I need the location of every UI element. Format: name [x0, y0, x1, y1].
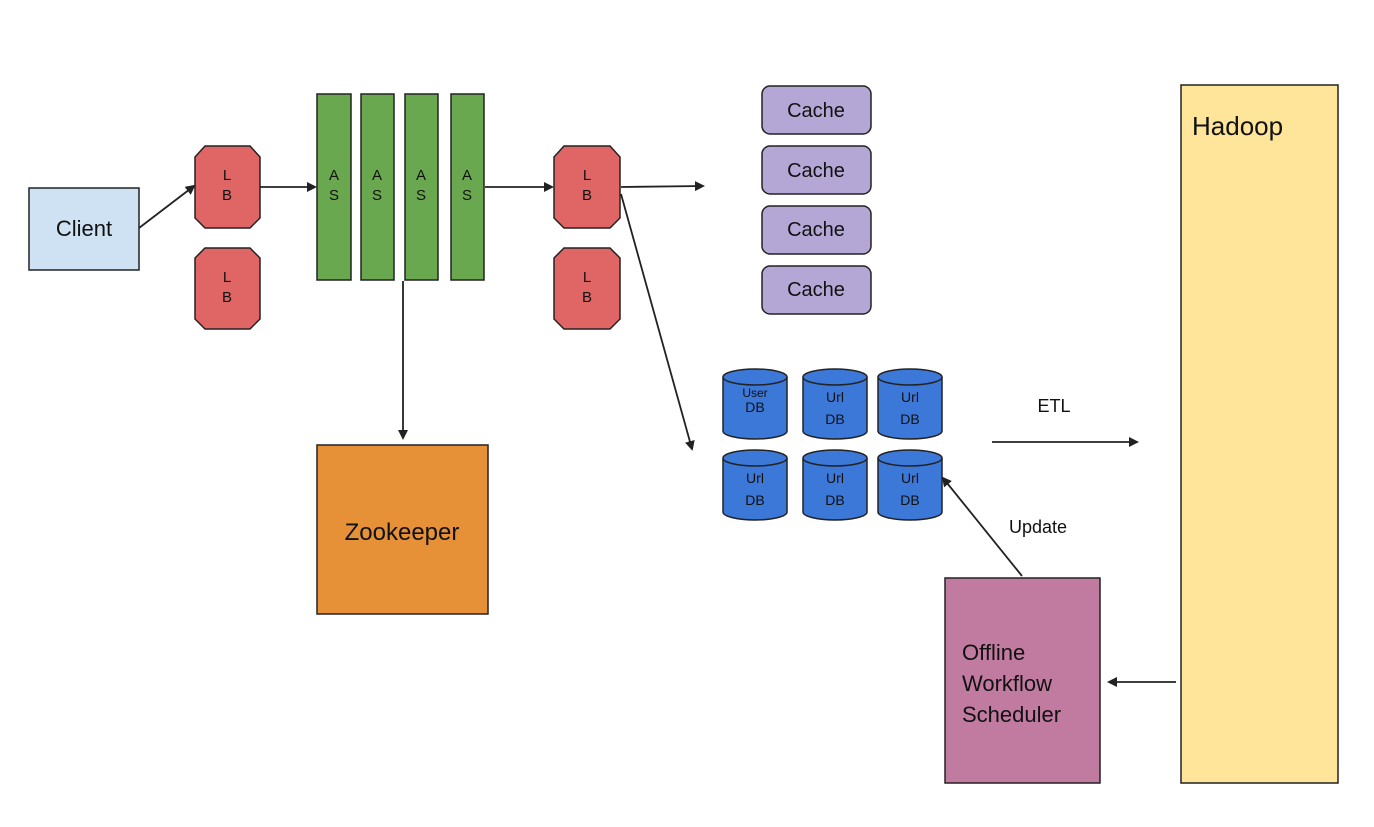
as-label-bottom: S — [416, 187, 426, 204]
lb-node-left-top: L B — [194, 145, 261, 229]
lb-node-left-bottom: L B — [194, 247, 261, 330]
app-server-1: A S — [316, 93, 352, 281]
lb-label-top: L — [583, 167, 591, 184]
db-url-2: Url DB — [877, 368, 943, 440]
as-label-top: A — [416, 167, 426, 184]
lb-label-top: L — [223, 167, 231, 184]
db-label-top: Url — [901, 389, 919, 405]
db-label-bottom: DB — [900, 492, 919, 508]
db-label-bottom: DB — [825, 411, 844, 427]
hadoop-node: Hadoop — [1180, 84, 1339, 784]
client-to-lb-arrow — [138, 184, 196, 229]
db-label-top: Url — [901, 470, 919, 486]
app-server-4: A S — [450, 93, 485, 281]
cache-label: Cache — [787, 160, 845, 182]
db-label-bottom: DB — [745, 399, 764, 415]
cache-label: Cache — [787, 100, 845, 122]
client-node: Client — [28, 187, 140, 271]
db-label-top: Url — [826, 389, 844, 405]
db-label-top: User — [742, 386, 767, 400]
as-label-bottom: S — [372, 187, 382, 204]
lb-node-right-bottom: L B — [553, 247, 621, 330]
as-label-bottom: S — [462, 187, 472, 204]
lb-label-bottom: B — [222, 289, 232, 306]
cache-node-1: Cache — [761, 85, 872, 135]
as-label-top: A — [462, 167, 472, 184]
cache-node-2: Cache — [761, 145, 872, 195]
db-user: User DB — [722, 368, 788, 440]
update-label: Update — [1009, 517, 1067, 537]
db-label-bottom: DB — [825, 492, 844, 508]
scheduler-label-line1: Offline — [962, 640, 1025, 665]
db-url-5: Url DB — [877, 449, 943, 521]
db-label-bottom: DB — [900, 411, 919, 427]
lb-label-bottom: B — [582, 289, 592, 306]
as-label-bottom: S — [329, 187, 339, 204]
db-label-top: Url — [746, 470, 764, 486]
db-label-bottom: DB — [745, 492, 764, 508]
cache-node-4: Cache — [761, 265, 872, 315]
db-label-top: Url — [826, 470, 844, 486]
cache-label: Cache — [787, 279, 845, 301]
etl-label: ETL — [1037, 396, 1070, 416]
hadoop-label: Hadoop — [1192, 111, 1283, 141]
db-url-3: Url DB — [722, 449, 788, 521]
app-server-3: A S — [404, 93, 439, 281]
update-arrow — [941, 476, 1023, 577]
app-server-2: A S — [360, 93, 395, 281]
lb-to-cache-arrow — [620, 181, 705, 192]
zookeeper-node: Zookeeper — [316, 444, 489, 615]
cache-node-3: Cache — [761, 205, 872, 255]
lb-node-right-top: L B — [553, 145, 621, 229]
zookeeper-label: Zookeeper — [345, 519, 460, 546]
client-label: Client — [56, 216, 112, 241]
as-label-top: A — [329, 167, 339, 184]
as-label-top: A — [372, 167, 382, 184]
scheduler-label-line2: Workflow — [962, 671, 1052, 696]
db-url-1: Url DB — [802, 368, 868, 440]
lb-label-bottom: B — [222, 187, 232, 204]
cache-label: Cache — [787, 219, 845, 241]
scheduler-label-line3: Scheduler — [962, 702, 1061, 727]
lb-label-top: L — [223, 269, 231, 286]
lb-label-top: L — [583, 269, 591, 286]
lb-label-bottom: B — [582, 187, 592, 204]
lb-to-database-arrow — [620, 193, 695, 451]
offline-workflow-scheduler-node: Offline Workflow Scheduler — [944, 577, 1101, 784]
db-url-4: Url DB — [802, 449, 868, 521]
